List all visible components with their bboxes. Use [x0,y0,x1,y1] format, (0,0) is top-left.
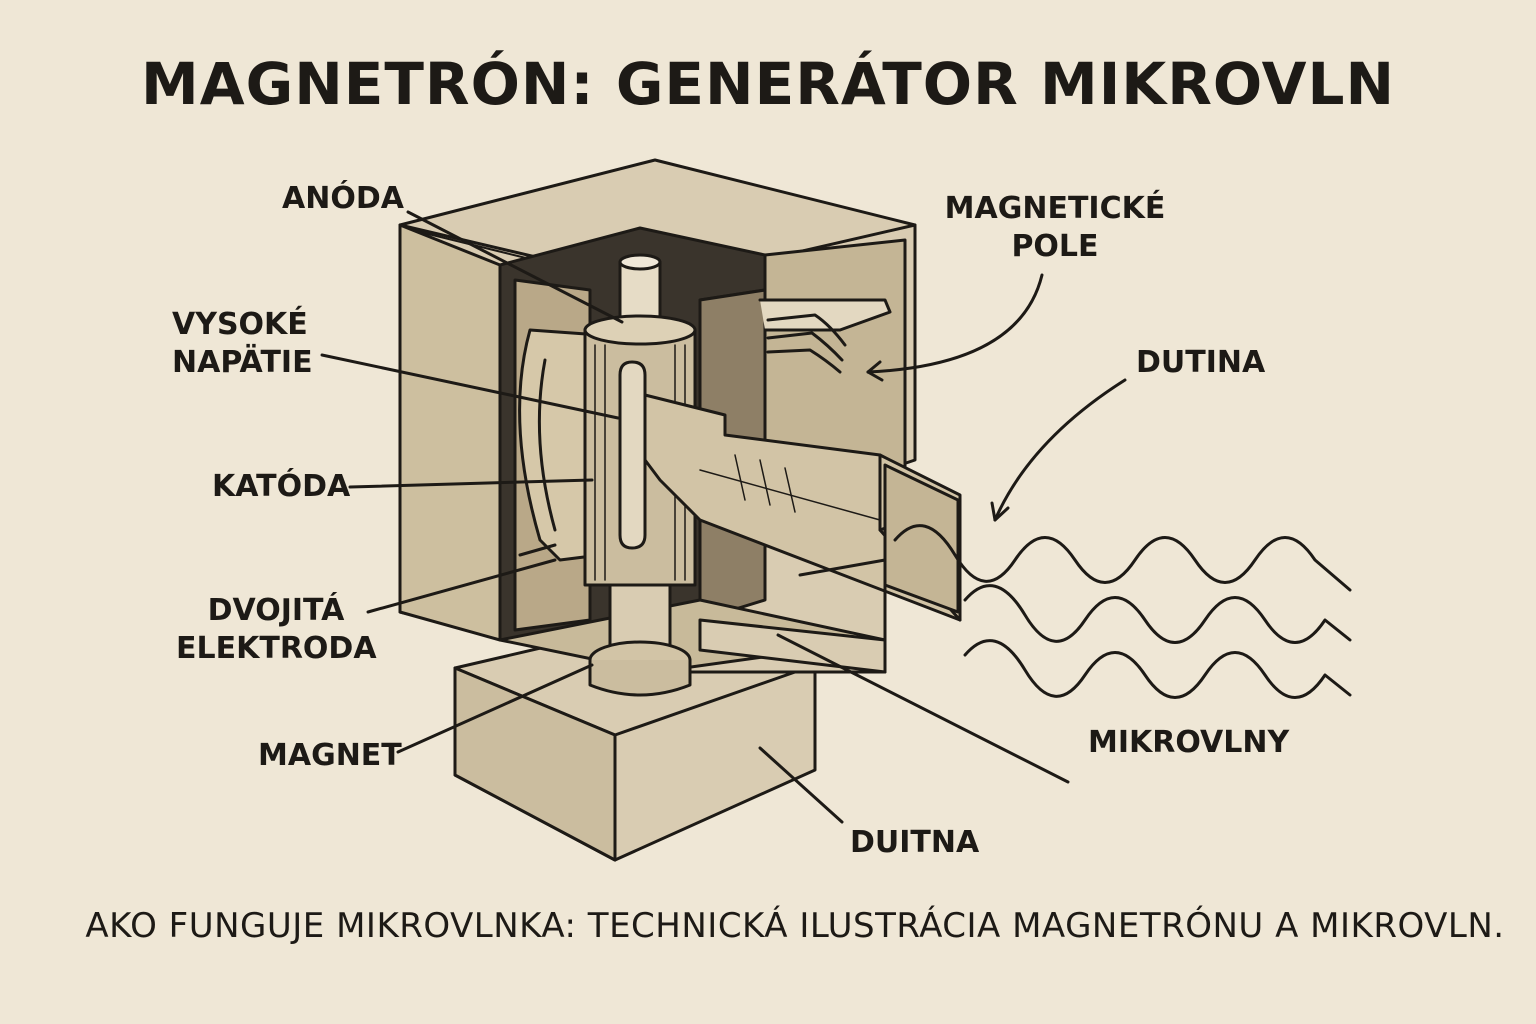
label-magnet: MAGNET [258,738,402,773]
label-anoda: ANÓDA [282,181,404,216]
output-waveguide [643,393,962,622]
lower-bracket [698,558,887,674]
label-vysoke-napatie: VYSOKÉ NAPÄTIE [172,306,313,382]
leader-lines [320,210,1127,824]
diagram-title: MAGNETRÓN: GENERÁTOR MIKROVLN [140,50,1396,118]
magnetic-field-plates [758,298,892,374]
label-magneticke-line1: MAGNETICKÉ [944,191,1166,226]
central-column [583,253,697,697]
base-block [453,638,817,862]
label-dvojita-line1: DVOJITÁ [207,593,345,628]
label-katoda: KATÓDA [212,469,351,504]
microwave-waves [893,524,1352,699]
label-vysoke-napatie-line1: VYSOKÉ [172,307,308,342]
label-magneticke-line2: POLE [1011,229,1099,264]
label-duitna: DUITNA [850,825,980,860]
label-mikrovlny: MIKROVLNY [1088,725,1290,760]
label-dvojita-line2: ELEKTRODA [176,631,377,666]
diagram-caption: AKO FUNGUJE MIKROVLNKA: TECHNICKÁ ILUSTR… [85,906,1505,946]
cavity-ring [518,328,602,562]
label-dutina: DUTINA [1136,345,1266,380]
label-dvojita-elektroda: DVOJITÁ ELEKTRODA [176,592,377,668]
label-vysoke-napatie-line2: NAPÄTIE [172,345,313,380]
label-magneticke-pole: MAGNETICKÉ POLE [940,190,1170,266]
